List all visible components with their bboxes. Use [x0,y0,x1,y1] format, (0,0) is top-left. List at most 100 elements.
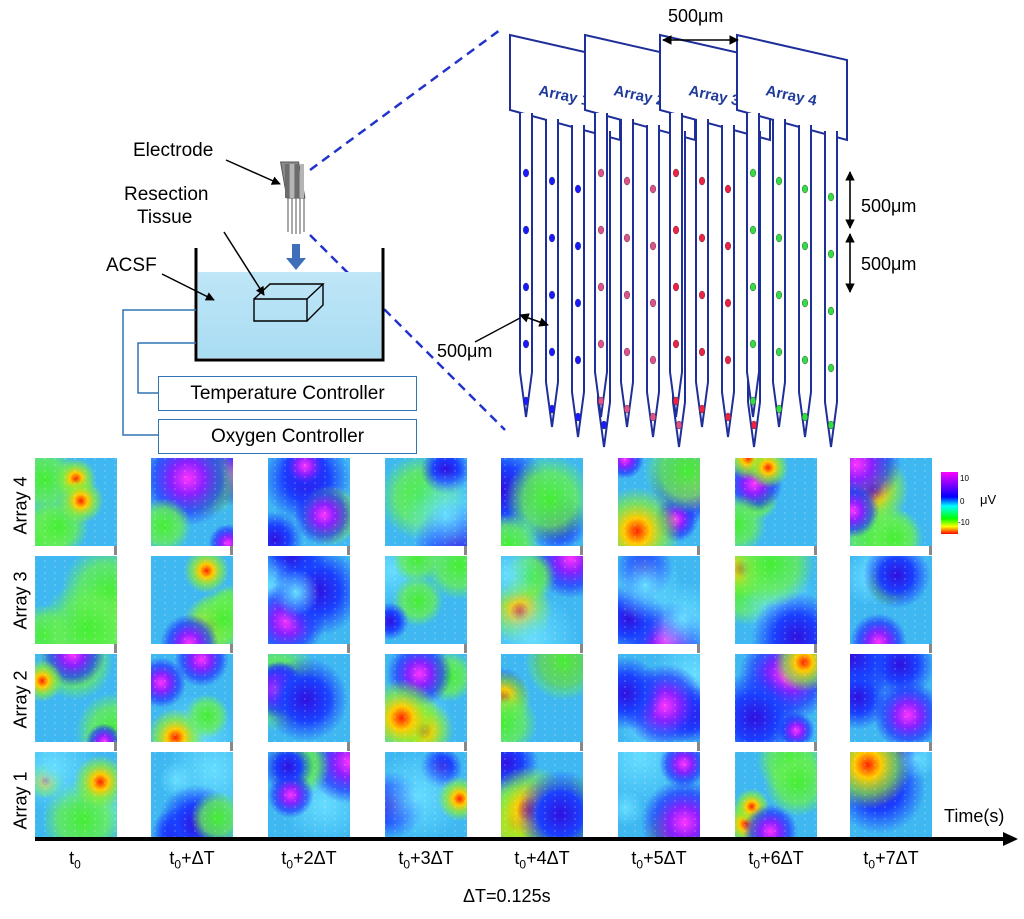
electrode-site [676,420,683,430]
heatmap-cell [735,654,817,751]
electrode-site [523,282,530,292]
row-label-array-4: Array 4 [10,476,31,535]
temperature-controller-box: Temperature Controller [158,376,417,411]
acsf-liquid [198,272,381,358]
electrode-site [575,298,582,308]
electrode-site [828,306,835,316]
tissue-label-line1: Resection [124,184,209,205]
electrode-site [575,241,582,251]
zoom-line-top [309,28,501,172]
electrode-label: Electrode [133,140,214,161]
probe-shank [695,119,709,428]
electrode-site [523,225,530,235]
probe-shank [646,125,660,438]
electrode-site [673,225,680,235]
heatmap-cell [850,752,932,840]
electrode-site [673,282,680,292]
electrode-site [523,396,530,406]
electrode-site [828,363,835,373]
heatmap-cell [151,752,233,840]
probe-array-1: Array 1 [509,33,621,448]
electrode-site [725,184,732,194]
electrode-site [673,168,680,178]
electrode-site [650,412,657,422]
row-label-array-1: Array 1 [10,771,31,830]
probe-shank [545,119,559,428]
colorbar-max-label: 10 [960,474,969,483]
acsf-pointer [161,273,215,301]
probe-shank [620,119,634,428]
electrode-site [802,355,809,365]
heatmap-cell [618,654,700,751]
electrode-site [802,241,809,251]
electrode-site [802,184,809,194]
electrode-site [624,404,631,414]
electrode-site [828,420,835,430]
row-label-array-3: Array 3 [10,571,31,630]
oxygen-link [122,309,196,436]
pitch-horizontal-label: 500μm [437,341,493,361]
heatmap-cell [618,556,700,653]
probe-shank [571,125,585,438]
electrode-site [802,412,809,422]
pitch-vertical-label-2: 500μm [861,254,917,274]
electrode-site [776,404,783,414]
probe-shank [772,119,786,428]
time-tick-label: t0+7ΔT [863,848,919,872]
heatmap-cell [35,556,117,653]
electrode-site [549,404,556,414]
electrode-site [802,298,809,308]
pitch-horizontal-leader [474,317,521,343]
electrode-site [598,225,605,235]
electrode-site [598,396,605,406]
electrode-pointer [225,159,281,185]
colorbar-min-label: -10 [958,518,970,527]
electrode-site [751,420,758,430]
electrode-site [699,404,706,414]
electrode-site [575,355,582,365]
heatmap-cell [268,556,350,653]
electrode-site [624,290,631,300]
electrode-site [699,290,706,300]
row-label-array-2: Array 2 [10,670,31,729]
heatmap-grid [35,458,932,840]
probe-shank [519,113,533,418]
electrode-site [549,290,556,300]
heatmap-cell [850,556,932,653]
electrode-site [750,168,757,178]
electrode-site [725,298,732,308]
electrode-site [624,347,631,357]
electrode-site [699,233,706,243]
electrode-site [624,176,631,186]
time-tick-label: t0+ΔT [169,848,215,872]
tissue-pointer [223,231,265,296]
heatmap-cell [35,654,117,751]
pitch-top-label: 500μm [668,6,724,26]
heatmap-cell [385,556,467,653]
electrode-site [598,282,605,292]
zoom-line-bottom [309,234,506,431]
electrode-site [750,225,757,235]
electrode-site [549,233,556,243]
pitch-horizontal-arrow [519,313,549,327]
electrode-site [598,339,605,349]
pitch-vertical-label-1: 500μm [861,196,917,216]
time-axis-arrowhead [1003,832,1018,846]
electrode-site [750,282,757,292]
probe-shank [824,131,838,448]
probe-shank [798,125,812,438]
colorbar [941,472,958,534]
heatmap-cell [268,654,350,751]
electrode-site [650,184,657,194]
heatmap-cell [735,556,817,653]
time-tick-label: t0+6ΔT [748,848,804,872]
delta-t-note: ΔT=0.125s [463,886,551,906]
heatmap-cell [618,458,700,555]
electrode-site [650,241,657,251]
electrode-site [750,396,757,406]
electrode-site [776,347,783,357]
colorbar-mid-label: 0 [960,497,965,506]
electrode-site [598,168,605,178]
